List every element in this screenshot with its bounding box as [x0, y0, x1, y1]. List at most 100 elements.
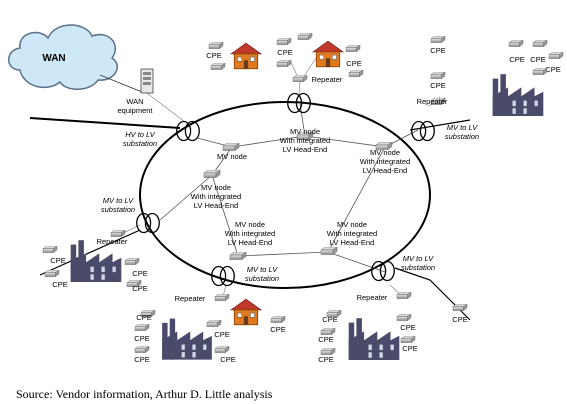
coupler-icon-right [411, 120, 435, 142]
cpe-device [320, 328, 336, 335]
repeater-label-bottom-left: Repeater [175, 294, 206, 303]
cpe-device [400, 336, 416, 343]
mv-node-he-2-line3: LV Head-End [363, 166, 407, 175]
cpe-device [320, 348, 336, 355]
cpe-label: CPE [400, 323, 415, 332]
repeater-device [214, 294, 230, 301]
mv-lv-right-2: substation [445, 132, 479, 141]
mv-node-he-3-line3: LV Head-End [194, 201, 238, 210]
cpe-device [532, 68, 548, 75]
server-icon [140, 68, 154, 94]
hv-line [29, 117, 181, 129]
cpe-label: CPE [430, 81, 445, 90]
mv-ring [139, 101, 431, 289]
mv-node-he-device-4 [229, 252, 247, 260]
mv-node-he-5-line2: With integrated [327, 229, 377, 238]
cpe-device [270, 316, 286, 323]
cpe-device [297, 33, 313, 40]
mv-lv-bottomright-2: substation [401, 263, 435, 272]
cpe-label: CPE [530, 55, 545, 64]
repeater-device [396, 292, 412, 299]
mv-node-he-device-3 [203, 170, 221, 178]
cpe-label: CPE [132, 269, 147, 278]
factory-icon [70, 240, 122, 282]
cpe-device [348, 70, 364, 77]
repeater-label-top: Repeater [312, 75, 343, 84]
cpe-device [508, 40, 524, 47]
cpe-device [345, 45, 361, 52]
cpe-label: CPE [322, 315, 337, 324]
mv-node-he-5-line3: LV Head-End [330, 238, 374, 247]
repeater-device [110, 230, 126, 237]
mv-lv-bottom-2: substation [245, 274, 279, 283]
repeater-device [292, 75, 308, 82]
mv-node-device [222, 143, 240, 151]
mv-node-he-3-line2: With integrated [191, 192, 241, 201]
cpe-device [124, 258, 140, 265]
cpe-label: CPE [206, 51, 221, 60]
mv-node-he-2-line1: MV node [370, 148, 400, 157]
mv-lv-bottom-1: MV to LV [247, 265, 278, 274]
mv-lv-right-1: MV to LV [447, 123, 478, 132]
cpe-device [276, 38, 292, 45]
cpe-label: CPE [430, 46, 445, 55]
mv-node-he-1-line3: LV Head-End [283, 145, 327, 154]
cpe-label: CPE [214, 330, 229, 339]
cpe-device [430, 72, 446, 79]
factory-icon [348, 318, 400, 360]
mv-lv-bottomright-1: MV to LV [403, 254, 434, 263]
cpe-device [134, 324, 150, 331]
factory-icon [492, 74, 544, 116]
cpe-device [532, 40, 548, 47]
house-icon [312, 40, 344, 68]
cpe-label: CPE [277, 48, 292, 57]
mv-node-he-4-line1: MV node [235, 220, 265, 229]
cpe-device [452, 304, 468, 311]
cpe-device [210, 63, 226, 70]
mv-node-he-2-line2: With integrated [360, 157, 410, 166]
cpe-label: CPE [402, 344, 417, 353]
cpe-device [134, 346, 150, 353]
hv-lv-label-1: HV to LV [125, 130, 156, 139]
mv-node-he-4-line2: With integrated [225, 229, 275, 238]
house-icon [230, 298, 262, 326]
cpe-label: CPE [270, 325, 285, 334]
wan-equipment-label-1: WAN [126, 97, 143, 106]
cpe-label: CPE [220, 355, 235, 364]
mv-node-he-1-line2: With integrated [280, 136, 330, 145]
cpe-label: CPE [346, 59, 361, 68]
cpe-device [276, 60, 292, 67]
wan-label: WAN [42, 53, 65, 64]
repeater-label-left: Repeater [97, 237, 128, 246]
cpe-label: CPE [318, 335, 333, 344]
cpe-label: CPE [132, 284, 147, 293]
cpe-device [206, 320, 222, 327]
repeater-label-bottom-right: Repeater [357, 293, 388, 302]
cpe-label: CPE [136, 313, 151, 322]
source-caption: Source: Vendor information, Arthur D. Li… [16, 387, 273, 401]
cpe-device [430, 36, 446, 43]
repeater-label-right: Repeater [417, 97, 448, 106]
mv-node-he-5-line1: MV node [337, 220, 367, 229]
cpe-device [44, 270, 60, 277]
wan-cloud: WAN [8, 24, 118, 90]
cpe-label: CPE [318, 355, 333, 364]
cpe-device [396, 314, 412, 321]
cpe-label: CPE [50, 256, 65, 265]
coupler-icon-left [136, 212, 160, 234]
inner-links [159, 103, 419, 273]
cpe-device [208, 42, 224, 49]
cpe-label: CPE [509, 55, 524, 64]
wan-equipment-label-2: equipment [117, 106, 153, 115]
mv-node-label: MV node [217, 152, 247, 161]
factory-icon [162, 318, 212, 360]
house-icon [230, 42, 262, 70]
mv-lv-left-2: substation [101, 205, 135, 214]
mv-lv-left-1: MV to LV [103, 196, 134, 205]
mv-node-he-1-line1: MV node [290, 127, 320, 136]
cpe-label: CPE [134, 355, 149, 364]
mv-node-he-device-5 [320, 247, 338, 255]
cpe-device [214, 346, 230, 353]
cpe-label: CPE [134, 334, 149, 343]
